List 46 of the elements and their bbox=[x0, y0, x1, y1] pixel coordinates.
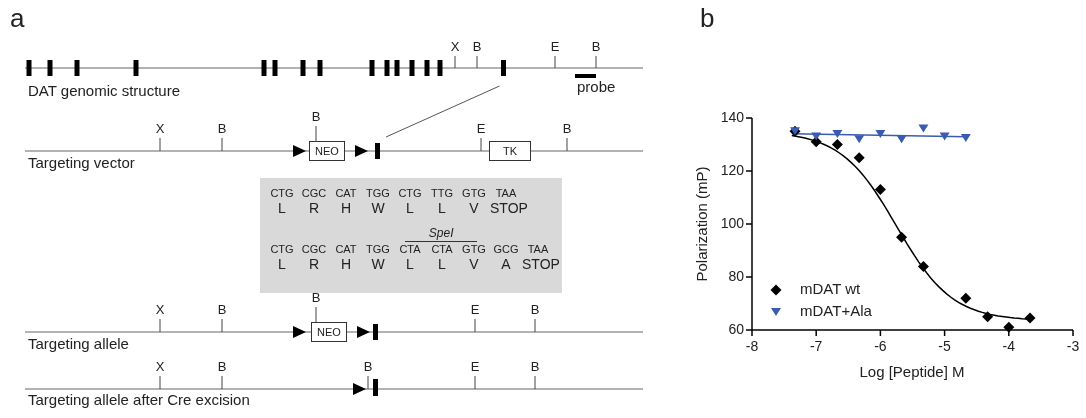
legend-text: mDAT wt bbox=[800, 280, 861, 298]
restriction-site-label: B bbox=[310, 110, 322, 124]
tick-label: -3 bbox=[1065, 338, 1081, 355]
tick-label: -4 bbox=[1001, 338, 1016, 355]
tick-label: -7 bbox=[808, 338, 824, 355]
restriction-site-label: X bbox=[154, 122, 166, 136]
restriction-site-label: B bbox=[216, 360, 228, 374]
restriction-site-label: B bbox=[362, 360, 374, 374]
tick-label: 80 bbox=[727, 268, 744, 285]
restriction-site-label: X bbox=[154, 303, 166, 317]
panel-letter: a bbox=[10, 4, 25, 32]
tick-label: -8 bbox=[744, 338, 760, 355]
amino-acid-sequence: L R H W L L V A STOP bbox=[277, 256, 559, 273]
restriction-site-label: B bbox=[529, 303, 541, 317]
restriction-site-label: X bbox=[449, 40, 461, 54]
codon-sequence: CTG CGC CAT TGG CTG TTG GTG TAA bbox=[269, 186, 518, 200]
restriction-site-label: B bbox=[590, 40, 602, 54]
enzyme-site-label: SpeI bbox=[405, 226, 478, 242]
restriction-site-label: B bbox=[216, 303, 228, 317]
amino-acid-sequence: L R H W L L V STOP bbox=[277, 200, 527, 217]
restriction-site-label: B bbox=[310, 291, 322, 305]
tick-label: -5 bbox=[937, 338, 952, 355]
tick-label: 120 bbox=[719, 162, 744, 179]
axis-title: Polarization (mP) bbox=[693, 165, 711, 284]
caption-text: Targeting vector bbox=[28, 154, 135, 171]
legend-text: mDAT+Ala bbox=[800, 302, 872, 320]
caption-text: probe bbox=[577, 78, 616, 95]
restriction-site-label: E bbox=[549, 40, 561, 54]
panel-letter: b bbox=[700, 4, 715, 32]
tick-label: 100 bbox=[719, 215, 744, 232]
restriction-site-label: B bbox=[471, 40, 483, 54]
restriction-site-label: X bbox=[154, 360, 166, 374]
caption-text: DAT genomic structure bbox=[28, 82, 180, 99]
tick-label: 140 bbox=[719, 109, 744, 126]
axis-title: Log [Peptide] M bbox=[858, 363, 966, 381]
restriction-site-label: E bbox=[469, 303, 481, 317]
restriction-site-label: E bbox=[469, 360, 481, 374]
codon-sequence: CTG CGC CAT TGG CTA CTA GTG GCG TAA bbox=[269, 242, 550, 256]
tick-label: -6 bbox=[873, 338, 888, 355]
caption-text: Targeting allele after Cre excision bbox=[28, 391, 250, 408]
restriction-site-label: B bbox=[529, 360, 541, 374]
restriction-site-label: B bbox=[561, 122, 573, 136]
caption-text: Targeting allele bbox=[28, 335, 129, 352]
tick-label: 60 bbox=[727, 321, 744, 338]
restriction-site-label: E bbox=[475, 122, 487, 136]
restriction-site-label: B bbox=[216, 122, 228, 136]
